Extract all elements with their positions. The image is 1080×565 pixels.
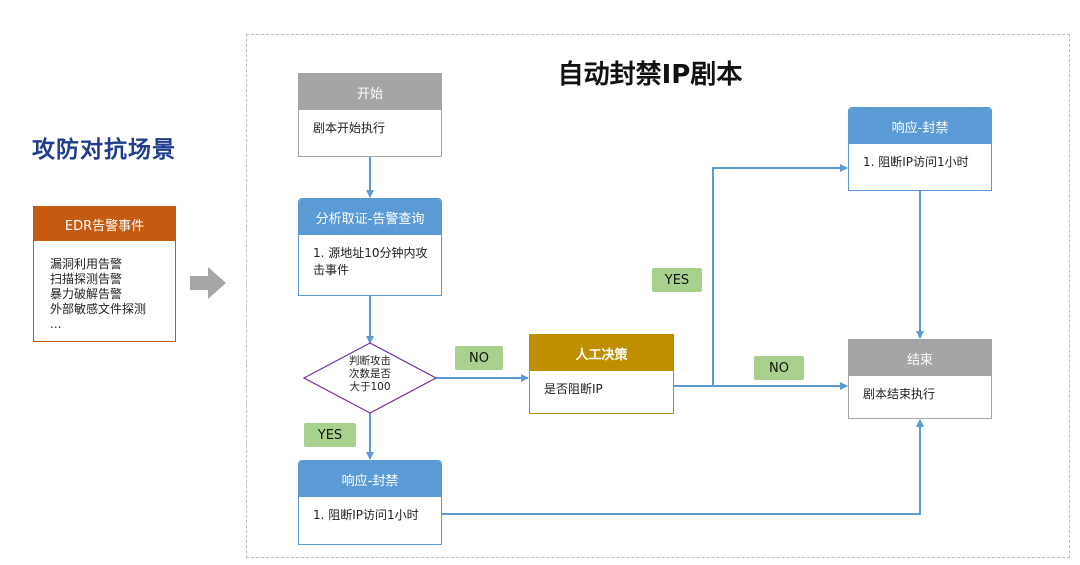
manual-decision-body: 是否阻断IP xyxy=(544,382,603,396)
block-response-header: 响应-封禁 xyxy=(849,108,991,144)
alert-query-header: 分析取证-告警查询 xyxy=(299,199,441,235)
decision-line: 大于100 xyxy=(349,381,391,393)
start-node: 开始 剧本开始执行 xyxy=(298,73,442,157)
decision-label: 判断攻击 次数是否 大于100 xyxy=(329,355,411,394)
manual-decision-node: 人工决策 是否阻断IP xyxy=(529,334,674,414)
edr-alert-header: EDR告警事件 xyxy=(34,207,175,241)
edr-alert-card: EDR告警事件 漏洞利用告警 扫描探测告警 暴力破解告警 外部敏感文件探测 ..… xyxy=(33,206,176,342)
end-node-body: 剧本结束执行 xyxy=(863,387,936,401)
start-node-body: 剧本开始执行 xyxy=(313,121,386,135)
playbook-frame xyxy=(246,34,1070,558)
edr-alert-item: 扫描探测告警 xyxy=(50,272,123,286)
alert-query-node: 分析取证-告警查询 1. 源地址10分钟内攻击事件 xyxy=(298,198,442,296)
start-node-header: 开始 xyxy=(299,74,441,110)
playbook-title: 自动封禁IP剧本 xyxy=(557,60,743,90)
scenario-title: 攻防对抗场景 xyxy=(32,137,176,163)
end-node-header: 结束 xyxy=(849,340,991,376)
edr-alert-list: 漏洞利用告警 扫描探测告警 暴力破解告警 外部敏感文件探测 ... xyxy=(34,241,175,332)
block-response-body: 1. 阻断IP访问1小时 xyxy=(313,508,419,522)
decision-line: 判断攻击 xyxy=(349,355,391,367)
block-response-body: 1. 阻断IP访问1小时 xyxy=(863,155,969,169)
yes-branch-label: YES xyxy=(652,268,702,292)
alert-query-body: 1. 源地址10分钟内攻击事件 xyxy=(313,246,428,277)
edr-alert-item: 漏洞利用告警 xyxy=(50,257,123,271)
block-response-node-bottom: 响应-封禁 1. 阻断IP访问1小时 xyxy=(298,460,442,545)
edr-alert-item: 暴力破解告警 xyxy=(50,287,123,301)
edr-alert-item: ... xyxy=(50,317,62,331)
decision-line: 次数是否 xyxy=(349,368,391,380)
end-node: 结束 剧本结束执行 xyxy=(848,339,992,419)
right-arrow-icon xyxy=(190,267,226,299)
yes-branch-label: YES xyxy=(304,423,356,447)
block-response-header: 响应-封禁 xyxy=(299,461,441,497)
no-branch-label: NO xyxy=(455,346,503,370)
edr-alert-item: 外部敏感文件探测 xyxy=(50,302,147,316)
block-response-node-top: 响应-封禁 1. 阻断IP访问1小时 xyxy=(848,107,992,191)
manual-decision-header: 人工决策 xyxy=(530,335,673,371)
no-branch-label: NO xyxy=(754,356,804,380)
